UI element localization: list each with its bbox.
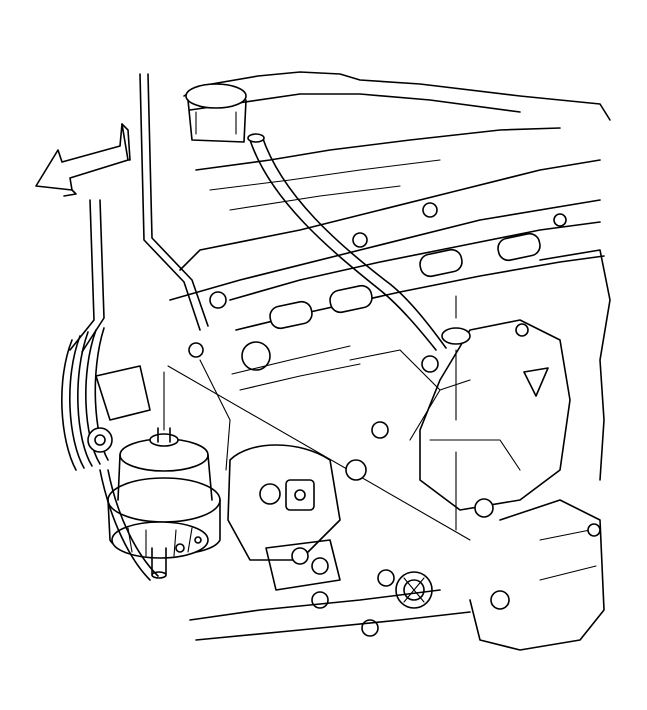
cylinder-head [188,202,605,391]
mount-bracket [419,319,571,518]
direction-arrow-icon [35,123,131,197]
dipstick-tube [69,73,209,353]
engine-upper [169,71,611,351]
engine-mount [107,427,221,579]
engine-lower [189,249,611,651]
drive-belt [61,327,159,581]
